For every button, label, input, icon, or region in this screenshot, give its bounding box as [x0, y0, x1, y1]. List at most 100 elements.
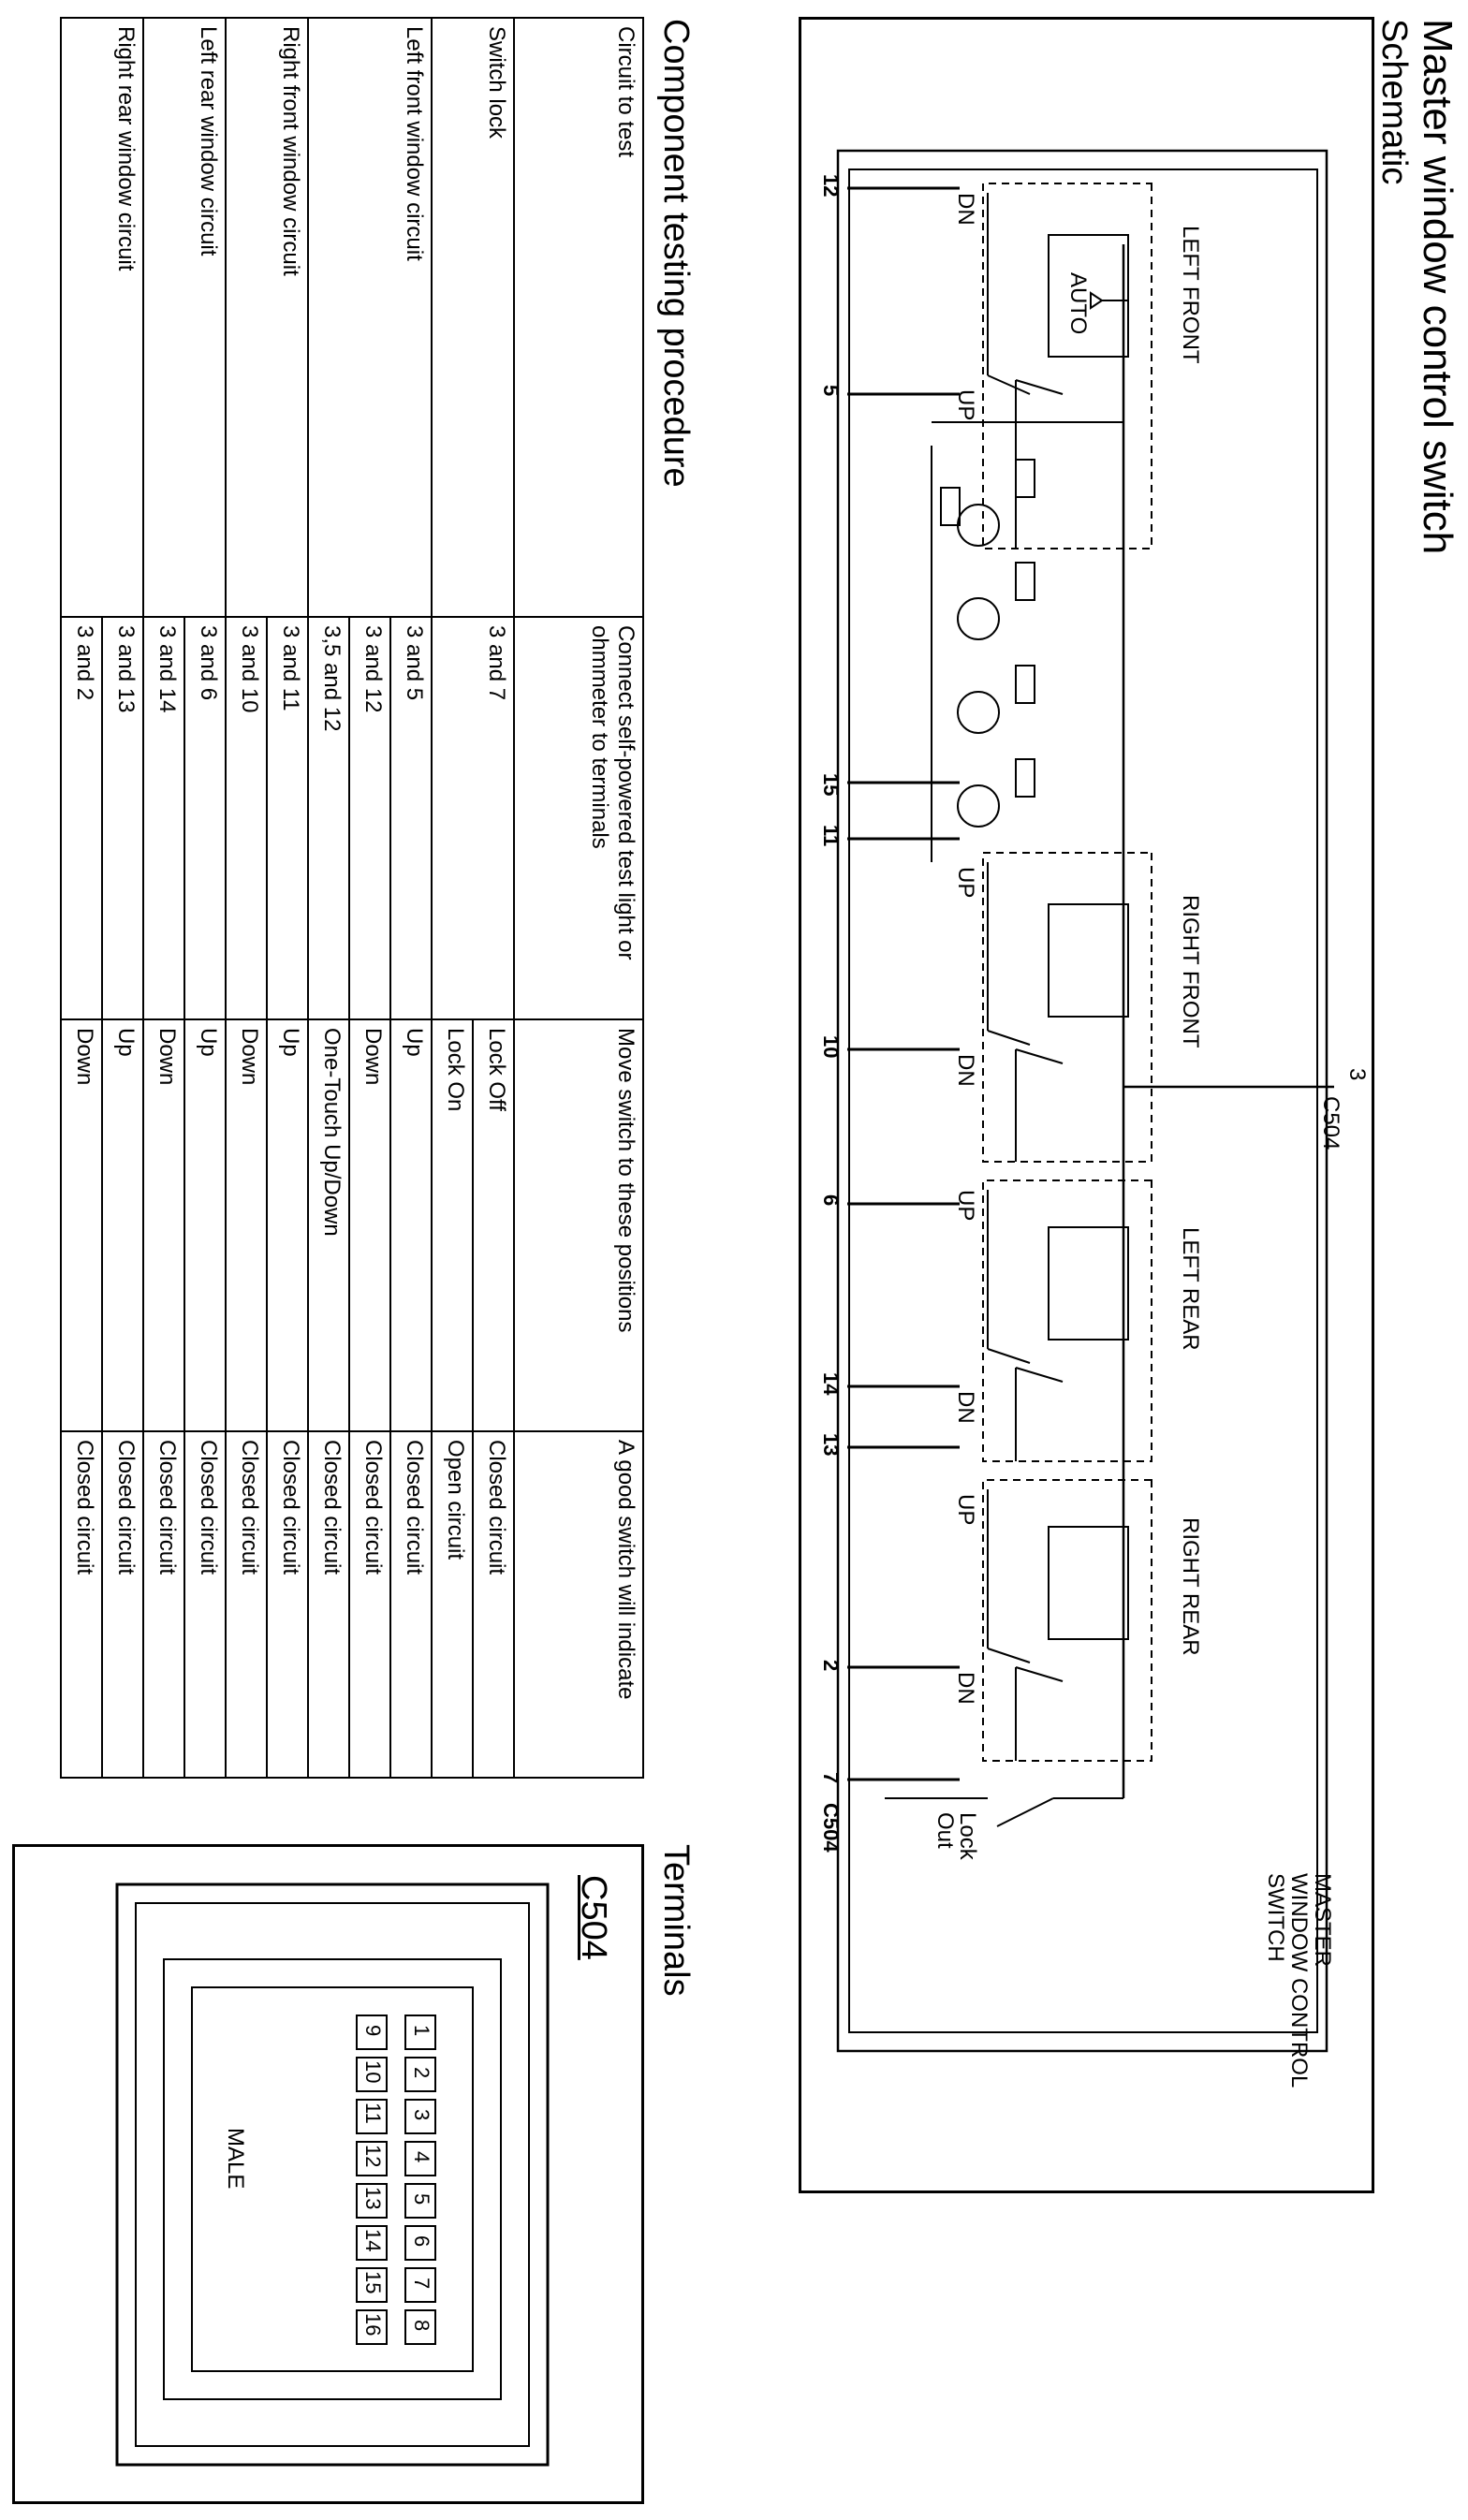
cell-circuit: Right front window circuit — [226, 18, 308, 617]
label-dn-lf: DN — [953, 193, 978, 226]
cell-terminals: 3 and 13 — [102, 617, 143, 1019]
terminal-pin: 7 — [410, 2278, 433, 2290]
label-left-rear: LEFT REAR — [1178, 1227, 1203, 1351]
cell-result: Closed circuit — [267, 1431, 308, 1778]
label-right-rear: RIGHT REAR — [1178, 1517, 1203, 1656]
cell-terminals: 3 and 12 — [349, 617, 390, 1019]
terminal-pin: 1 — [410, 2025, 433, 2037]
cell-position: Down — [61, 1019, 102, 1431]
terminal-pin: 16 — [361, 2313, 385, 2337]
cell-terminals: 3 and 14 — [143, 617, 184, 1019]
terminal-pin: 3 — [410, 2109, 433, 2121]
cell-terminals: 3,5 and 12 — [308, 617, 349, 1019]
header-positions: Move switch to these positions — [514, 1019, 643, 1431]
cell-position: Up — [184, 1019, 226, 1431]
label-dn-rf: DN — [953, 1054, 978, 1087]
cell-result: Closed circuit — [143, 1431, 184, 1778]
table-header-row: Circuit to test Connect self-powered tes… — [514, 18, 643, 1778]
terminal-pin: 8 — [410, 2320, 433, 2332]
pin-14: 14 — [819, 1372, 843, 1396]
cell-circuit: Left rear window circuit — [143, 18, 226, 617]
label-up-rr: UP — [953, 1494, 978, 1526]
cell-result: Closed circuit — [61, 1431, 102, 1778]
terminal-pin: 9 — [361, 2025, 385, 2037]
table-row: Switch lock 3 and 7 Lock Off Closed circ… — [432, 18, 514, 1778]
cell-result: Closed circuit — [390, 1431, 432, 1778]
cell-circuit: Right rear window circuit — [61, 18, 143, 617]
label-auto: AUTO — [1065, 272, 1091, 335]
cell-terminals: 3 and 10 — [226, 617, 267, 1019]
header-terminals: Connect self-powered test light or ohmme… — [514, 617, 643, 1019]
schematic-frame: LEFT FRONT RIGHT FRONT LEFT REAR RIGHT R… — [799, 17, 1374, 2193]
table-row: Left rear window circuit 3 and 6 Up Clos… — [143, 18, 226, 1778]
terminal-pin: 2 — [410, 2067, 433, 2079]
connector-diagram — [115, 1883, 550, 2467]
terminal-pin: 10 — [361, 2060, 385, 2084]
cell-position: Up — [102, 1019, 143, 1431]
label-up-lr: UP — [953, 1190, 978, 1222]
pin-5: 5 — [819, 385, 843, 397]
cell-position: Up — [267, 1019, 308, 1431]
table-row: Right rear window circuit 3 and 13 Up Cl… — [61, 18, 143, 1778]
cell-result: Closed circuit — [308, 1431, 349, 1778]
cell-result: Closed circuit — [473, 1431, 514, 1778]
cell-position: Down — [143, 1019, 184, 1431]
terminal-pin: 5 — [410, 2193, 433, 2205]
cell-terminals: 3 and 11 — [267, 617, 308, 1019]
schematic-diagram — [836, 149, 1334, 2053]
label-lock-out: Lock Out — [932, 1812, 980, 1860]
page-title: Master window control switch — [1415, 19, 1461, 555]
procedure-table: Circuit to test Connect self-powered tes… — [60, 17, 644, 1779]
pin-6: 6 — [819, 1194, 843, 1207]
cell-position: Lock On — [432, 1019, 473, 1431]
cell-position: Down — [349, 1019, 390, 1431]
cell-position: One-Touch Up/Down — [308, 1019, 349, 1431]
terminal-pin: 13 — [361, 2187, 385, 2210]
label-right-front: RIGHT FRONT — [1178, 895, 1203, 1048]
label-dn-rr: DN — [953, 1672, 978, 1705]
schematic-heading: Schematic — [1374, 19, 1414, 185]
pin-7: 7 — [819, 1772, 843, 1784]
label-up-lf: UP — [953, 389, 978, 421]
label-up-rf: UP — [953, 867, 978, 899]
connector-top-c504: C504 — [1318, 1096, 1343, 1150]
procedure-heading: Component testing procedure — [656, 19, 696, 488]
cell-terminals: 3 and 2 — [61, 617, 102, 1019]
table-row: Left front window circuit 3 and 5 Up Clo… — [308, 18, 432, 1778]
pin-11: 11 — [819, 825, 843, 847]
pin-12: 12 — [819, 174, 843, 198]
terminal-pin: 4 — [410, 2151, 433, 2163]
terminal-pin: 14 — [361, 2229, 385, 2252]
cell-result: Open circuit — [432, 1431, 473, 1778]
label-dn-lr: DN — [953, 1391, 978, 1424]
terminal-pin: 15 — [361, 2271, 385, 2294]
cell-result: Closed circuit — [226, 1431, 267, 1778]
terminal-pin: 6 — [410, 2235, 433, 2248]
cell-position: Up — [390, 1019, 432, 1431]
label-left-front: LEFT FRONT — [1178, 226, 1203, 364]
cell-position: Lock Off — [473, 1019, 514, 1431]
cell-terminals: 3 and 7 — [432, 617, 514, 1019]
table-row: Right front window circuit 3 and 11 Up C… — [226, 18, 308, 1778]
cell-terminals: 3 and 6 — [184, 617, 226, 1019]
cell-position: Down — [226, 1019, 267, 1431]
terminals-heading: Terminals — [656, 1844, 696, 1997]
cell-terminals: 3 and 5 — [390, 617, 432, 1019]
cell-result: Closed circuit — [184, 1431, 226, 1778]
cell-result: Closed circuit — [349, 1431, 390, 1778]
cell-result: Closed circuit — [102, 1431, 143, 1778]
header-circuit: Circuit to test — [514, 18, 643, 617]
connector-gender: MALE — [223, 2128, 248, 2190]
pin-15: 15 — [819, 773, 843, 797]
connector-id: C504 — [574, 1875, 613, 1960]
pin-13: 13 — [819, 1433, 843, 1457]
terminal-pin: 11 — [361, 2102, 385, 2124]
connector-frame: C504 MALE 1 2 3 4 5 6 7 8 9 10 11 12 13 … — [12, 1844, 644, 2504]
label-master-switch: MASTER WINDOW CONTROL SWITCH — [1262, 1873, 1335, 2088]
pin-2: 2 — [819, 1660, 843, 1672]
pin-3: 3 — [1344, 1068, 1370, 1081]
header-result: A good switch will indicate — [514, 1431, 643, 1778]
connector-bottom-c504: C504 — [819, 1803, 843, 1853]
cell-circuit: Left front window circuit — [308, 18, 432, 617]
